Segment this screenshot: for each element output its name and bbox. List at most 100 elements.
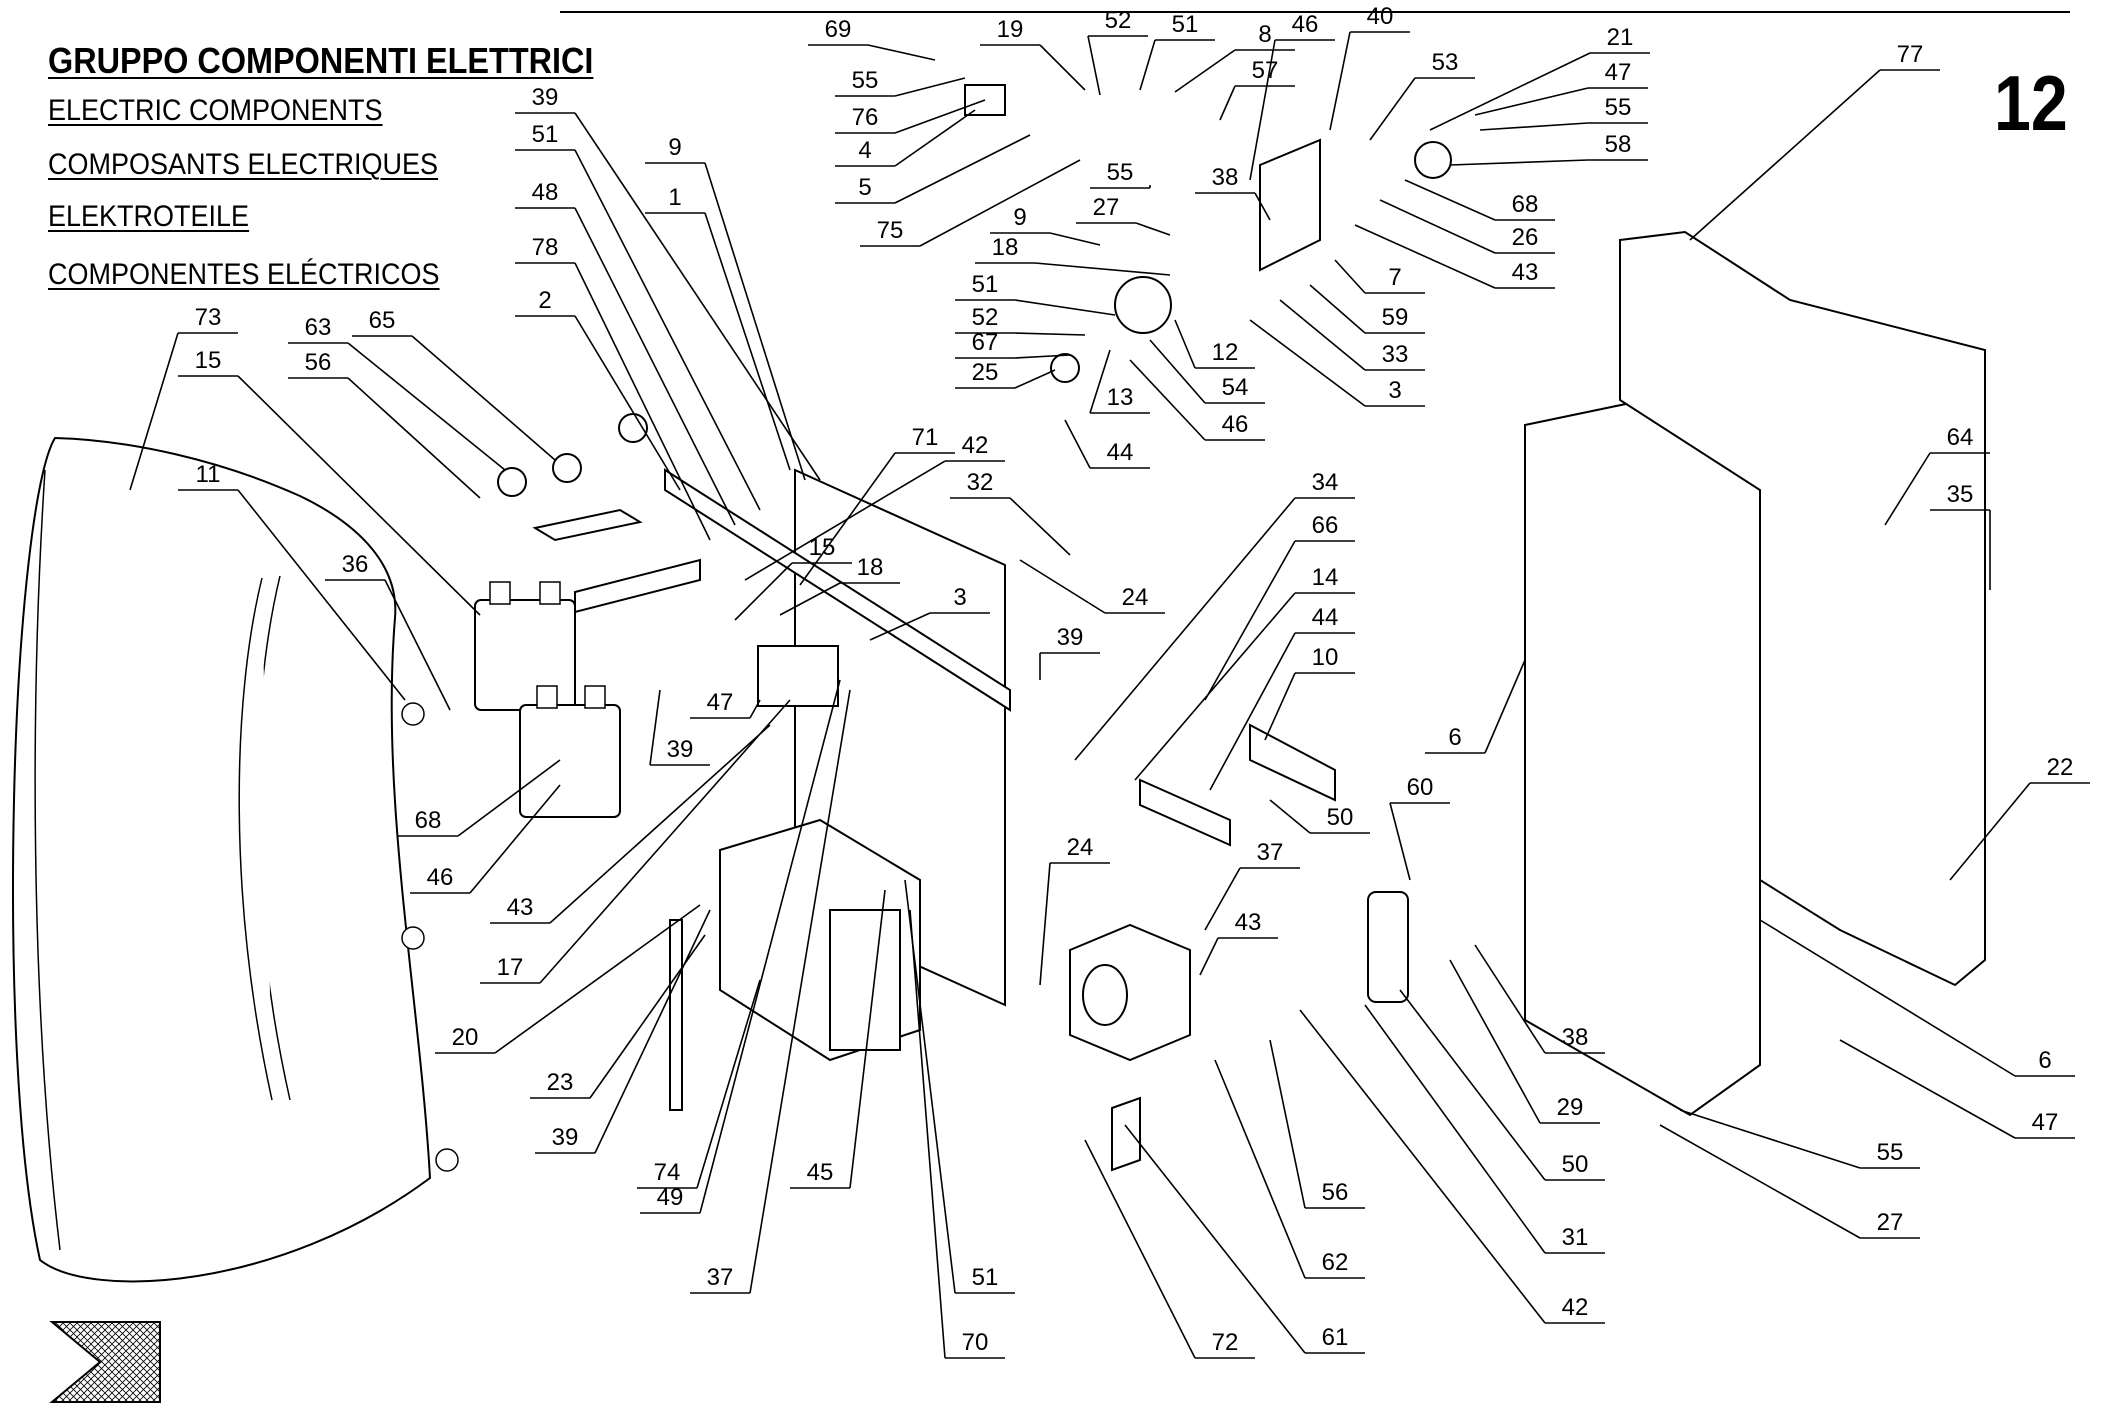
callout-leader — [1039, 44, 1086, 91]
callout-c8: 8 — [1258, 21, 1271, 48]
callout-c42a: 42 — [962, 432, 989, 459]
callout-leader — [1379, 199, 1496, 254]
callout-leader — [1479, 122, 1589, 131]
callout-c34: 34 — [1312, 469, 1339, 496]
callout-c26: 26 — [1512, 224, 1539, 251]
callout-c51b: 51 — [972, 271, 999, 298]
callout-leader — [1759, 919, 2016, 1077]
callout-c56a: 56 — [305, 349, 332, 376]
callout-c68a: 68 — [1512, 191, 1539, 218]
cover-panel — [12, 436, 459, 1283]
callout-leader — [1354, 224, 1496, 289]
callout-c49: 49 — [657, 1184, 684, 1211]
callout-c22: 22 — [2047, 754, 2074, 781]
callout-c67: 67 — [972, 329, 999, 356]
contactor-upper — [474, 581, 576, 711]
callout-leader — [696, 979, 761, 1189]
callout-leader — [919, 159, 1081, 247]
callout-c39b: 39 — [1057, 624, 1084, 651]
callout-leader — [1404, 179, 1496, 221]
callout-leader — [1389, 802, 1411, 881]
page-number: 12 — [1994, 59, 2068, 147]
callout-c74: 74 — [654, 1159, 681, 1186]
drawing-title: GRUPPO COMPONENTI ELETTRICI — [48, 40, 594, 81]
callout-leader — [1949, 782, 2031, 881]
callout-c15b: 15 — [809, 534, 836, 561]
callout-leader — [1474, 944, 1546, 1054]
callout-c68b: 68 — [415, 807, 442, 834]
callout-c3b: 3 — [953, 584, 966, 611]
callout-leader — [1064, 419, 1091, 469]
callout-leader — [894, 134, 1031, 204]
callout-c39d: 39 — [552, 1124, 579, 1151]
callout-c39a: 39 — [532, 84, 559, 111]
callout-c70: 70 — [962, 1329, 989, 1356]
callout-leader — [1264, 672, 1296, 741]
callout-leader — [699, 679, 841, 1214]
callout-c45: 45 — [807, 1159, 834, 1186]
callout-leader — [1149, 339, 1206, 404]
subtitle-german: ELEKTROTEILE — [48, 200, 250, 233]
callout-leader — [589, 934, 706, 1099]
buzzer-face — [1082, 964, 1128, 1026]
callout-leader — [704, 212, 791, 471]
plate-60 — [1367, 891, 1409, 1003]
callout-c11: 11 — [196, 461, 221, 488]
fuse-block — [829, 909, 901, 1051]
callout-leader — [539, 699, 791, 984]
rear-cover — [1619, 230, 1986, 987]
callout-leader — [1269, 1039, 1306, 1209]
callout-c56b: 56 — [1322, 1179, 1349, 1206]
callout-c71: 71 — [912, 424, 939, 451]
callout-c23: 23 — [547, 1069, 574, 1096]
callout-c44a: 44 — [1107, 439, 1134, 466]
callout-leader — [1449, 159, 1589, 166]
callout-c43b: 43 — [507, 894, 534, 921]
callout-c14: 14 — [1312, 564, 1339, 591]
callout-leader — [1014, 369, 1056, 389]
callout-c24a: 24 — [1122, 584, 1149, 611]
callout-c9b: 9 — [668, 134, 681, 161]
callout-c19: 19 — [997, 16, 1024, 43]
callout-leader — [1204, 867, 1241, 931]
callout-c51d: 51 — [972, 1264, 999, 1291]
callout-c4: 4 — [858, 137, 871, 164]
callout-leader — [1214, 1059, 1306, 1279]
callout-c29: 29 — [1557, 1094, 1584, 1121]
callout-leader — [574, 112, 821, 481]
callout-leader — [1474, 87, 1589, 116]
callout-c73: 73 — [195, 304, 222, 331]
callout-leader — [1014, 354, 1071, 359]
callout-leader — [779, 582, 841, 616]
callout-c20: 20 — [452, 1024, 479, 1051]
callout-c43a: 43 — [1512, 259, 1539, 286]
callout-c55a: 55 — [1605, 94, 1632, 121]
callout-leader — [1014, 332, 1086, 336]
relay-module — [757, 645, 839, 707]
callout-c38a: 38 — [1212, 164, 1239, 191]
callout-leader — [1009, 497, 1071, 556]
callout-leader — [1089, 349, 1111, 414]
callout-c77: 77 — [1897, 41, 1924, 68]
callout-c46b: 46 — [1222, 411, 1249, 438]
callout-leader — [1204, 540, 1296, 701]
callout-c50b: 50 — [1562, 1151, 1589, 1178]
callout-leader — [1484, 659, 1526, 754]
callout-c31: 31 — [1562, 1224, 1589, 1251]
callout-leader — [574, 149, 761, 511]
parts-artwork — [12, 84, 1986, 1403]
callout-c43c: 43 — [1235, 909, 1262, 936]
callout-c6b: 6 — [2038, 1047, 2051, 1074]
callout-c69: 69 — [825, 16, 852, 43]
callout-c1: 1 — [668, 184, 681, 211]
bracket-10 — [1249, 723, 1336, 802]
callout-c3a: 3 — [1388, 377, 1401, 404]
callout-leader — [1219, 85, 1236, 121]
callout-leader — [1249, 319, 1366, 407]
callout-leader — [1209, 632, 1296, 791]
callout-leader — [347, 342, 506, 471]
callout-c21: 21 — [1607, 24, 1634, 51]
callout-leader — [594, 909, 711, 1154]
callout-c6a: 6 — [1448, 724, 1461, 751]
